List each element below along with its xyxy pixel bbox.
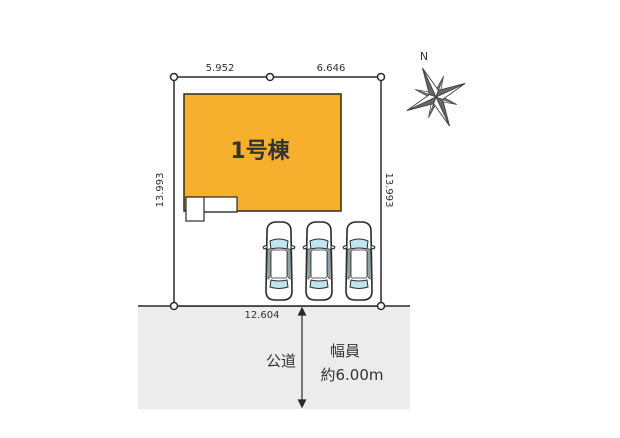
car-icon [342, 221, 376, 301]
road-width-label: 幅員 [330, 342, 360, 360]
entrance-porch [185, 196, 238, 222]
corner-point [376, 72, 386, 82]
parking-area [262, 221, 376, 301]
boundary-points [169, 72, 386, 311]
road-area [138, 306, 410, 409]
building-label: 1号棟 [230, 138, 290, 164]
corner-point [169, 301, 179, 311]
bottom-dimension: 12.604 [245, 310, 280, 321]
top-right-dimension: 6.646 [317, 63, 346, 74]
road-width-value: 約6.00m [320, 366, 383, 384]
car-icon [262, 221, 296, 301]
road-width-arrow [297, 306, 307, 409]
right-dimension: 13.993 [383, 173, 394, 208]
compass-north-label: N [420, 50, 428, 63]
car-icon [302, 221, 336, 301]
corner-point [169, 72, 179, 82]
corner-point [265, 72, 275, 82]
top-left-dimension: 5.952 [206, 63, 235, 74]
compass-icon [406, 67, 466, 127]
building-footprint [183, 93, 342, 212]
road-label: 公道 [266, 352, 296, 370]
corner-point [376, 301, 386, 311]
left-dimension: 13.993 [155, 173, 166, 208]
